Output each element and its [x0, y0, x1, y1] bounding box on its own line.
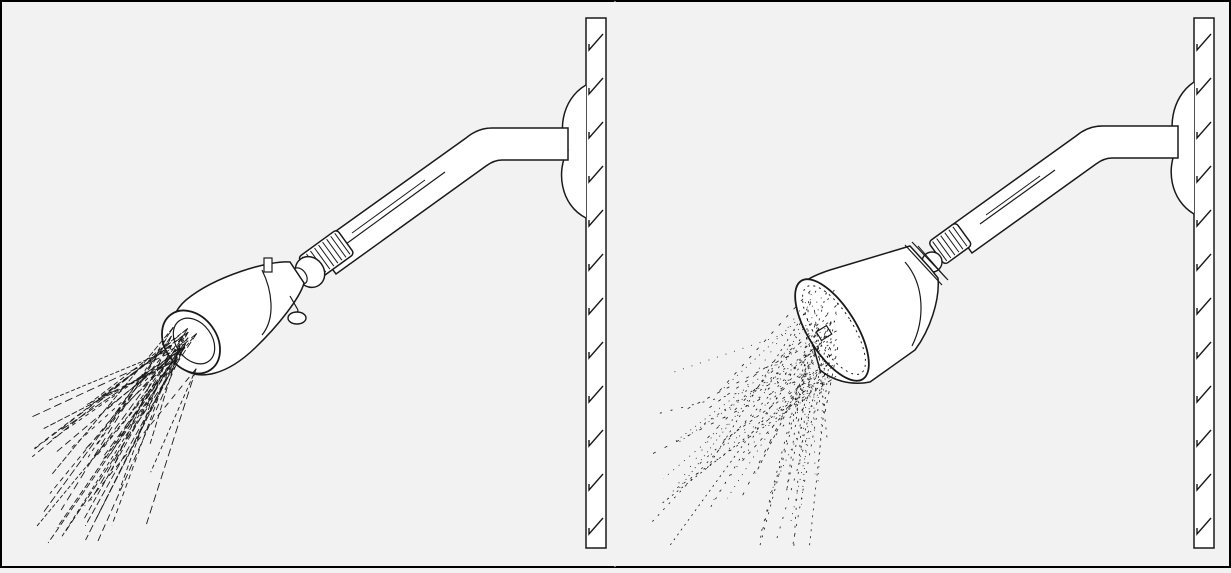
spray-jet [71, 347, 182, 448]
wall-hatch-mark [588, 517, 604, 536]
mist-droplets [759, 292, 827, 539]
wall-hatch-mark [1196, 253, 1212, 272]
right-mist-spray [646, 289, 839, 549]
spray-jet [47, 343, 186, 402]
spray-jet [104, 343, 187, 456]
mist-droplets [777, 379, 832, 414]
right-wall [1193, 17, 1215, 549]
wall-hatch-mark [1196, 297, 1212, 316]
spray-jet [83, 359, 177, 407]
wall-hatch-mark [1196, 165, 1212, 184]
right-shower-arm [950, 125, 1179, 255]
mist-droplets [717, 293, 827, 394]
spray-jet [106, 346, 186, 409]
spray-jet [96, 343, 187, 544]
wall-hatch-mark [1196, 121, 1212, 140]
wall-hatch-mark [588, 473, 604, 492]
spray-jet [150, 368, 197, 473]
spray-jet [87, 327, 174, 458]
spray-jet [41, 335, 172, 515]
spray-jet [34, 335, 184, 449]
mist-droplets [786, 376, 811, 489]
mist-droplets [712, 351, 818, 502]
wall-hatch-mark [1196, 33, 1212, 52]
panel-right-cone-showerhead [646, 17, 1215, 549]
wall-hatch-mark [588, 33, 604, 52]
wall-hatch-mark [1196, 429, 1212, 448]
spray-jet [60, 327, 174, 511]
wall-hatch-mark [588, 429, 604, 448]
spray-jet [85, 347, 182, 541]
spray-jet [43, 359, 177, 429]
spray-jet [82, 337, 189, 452]
mist-droplets [726, 367, 811, 499]
wall-hatch-mark [588, 253, 604, 272]
left-needle-spray [28, 326, 198, 544]
spray-jet [90, 364, 171, 501]
mist-droplets [740, 363, 829, 464]
wall-hatch-mark [588, 165, 604, 184]
left-shower-arm [313, 127, 569, 276]
spray-jet [110, 328, 189, 454]
wall-hatch-mark [1196, 341, 1212, 360]
mist-droplets [746, 339, 837, 400]
wall-hatch-mark [1196, 77, 1212, 96]
mist-droplets [763, 348, 837, 425]
right-knurled-nut [929, 223, 972, 265]
spray-jet [28, 347, 182, 419]
spray-jet [118, 344, 173, 492]
panel-left-adjustable-showerhead [28, 17, 607, 549]
spray-jet [128, 331, 189, 416]
mist-droplets [814, 323, 828, 440]
wall-hatch-mark [1196, 385, 1212, 404]
mist-droplets [800, 329, 831, 449]
wall-hatch-mark [588, 385, 604, 404]
mist-droplets [791, 302, 839, 549]
mist-droplets [662, 375, 825, 504]
mist-droplets [716, 290, 811, 395]
wall-hatch-mark [588, 77, 604, 96]
mist-droplets [779, 354, 831, 420]
spray-jet [101, 337, 189, 462]
spray-jet [89, 328, 188, 404]
wall-hatch-mark [588, 209, 604, 228]
spray-jet [146, 368, 197, 525]
mist-droplets [814, 309, 824, 390]
mist-droplets [705, 303, 811, 470]
mist-droplets [790, 342, 831, 524]
spray-jet [84, 368, 197, 507]
wall-hatch-mark [1196, 473, 1212, 492]
wall-hatch-mark [588, 121, 604, 140]
mist-droplets [707, 305, 837, 439]
wall-hatch-mark [588, 297, 604, 316]
wall-hatch-mark [1196, 209, 1212, 228]
spray-jet [111, 346, 186, 419]
left-wall [585, 17, 607, 549]
mist-droplets [776, 344, 835, 539]
mist-droplets [694, 355, 822, 469]
wall-hatch-mark [588, 341, 604, 360]
spray-jet [90, 335, 184, 462]
mist-droplets [817, 368, 826, 487]
mist-droplets [676, 375, 837, 489]
wall-hatch-mark [1196, 517, 1212, 536]
spray-jet [56, 364, 171, 528]
mist-droplets [824, 346, 839, 413]
mist-droplets [720, 378, 812, 443]
